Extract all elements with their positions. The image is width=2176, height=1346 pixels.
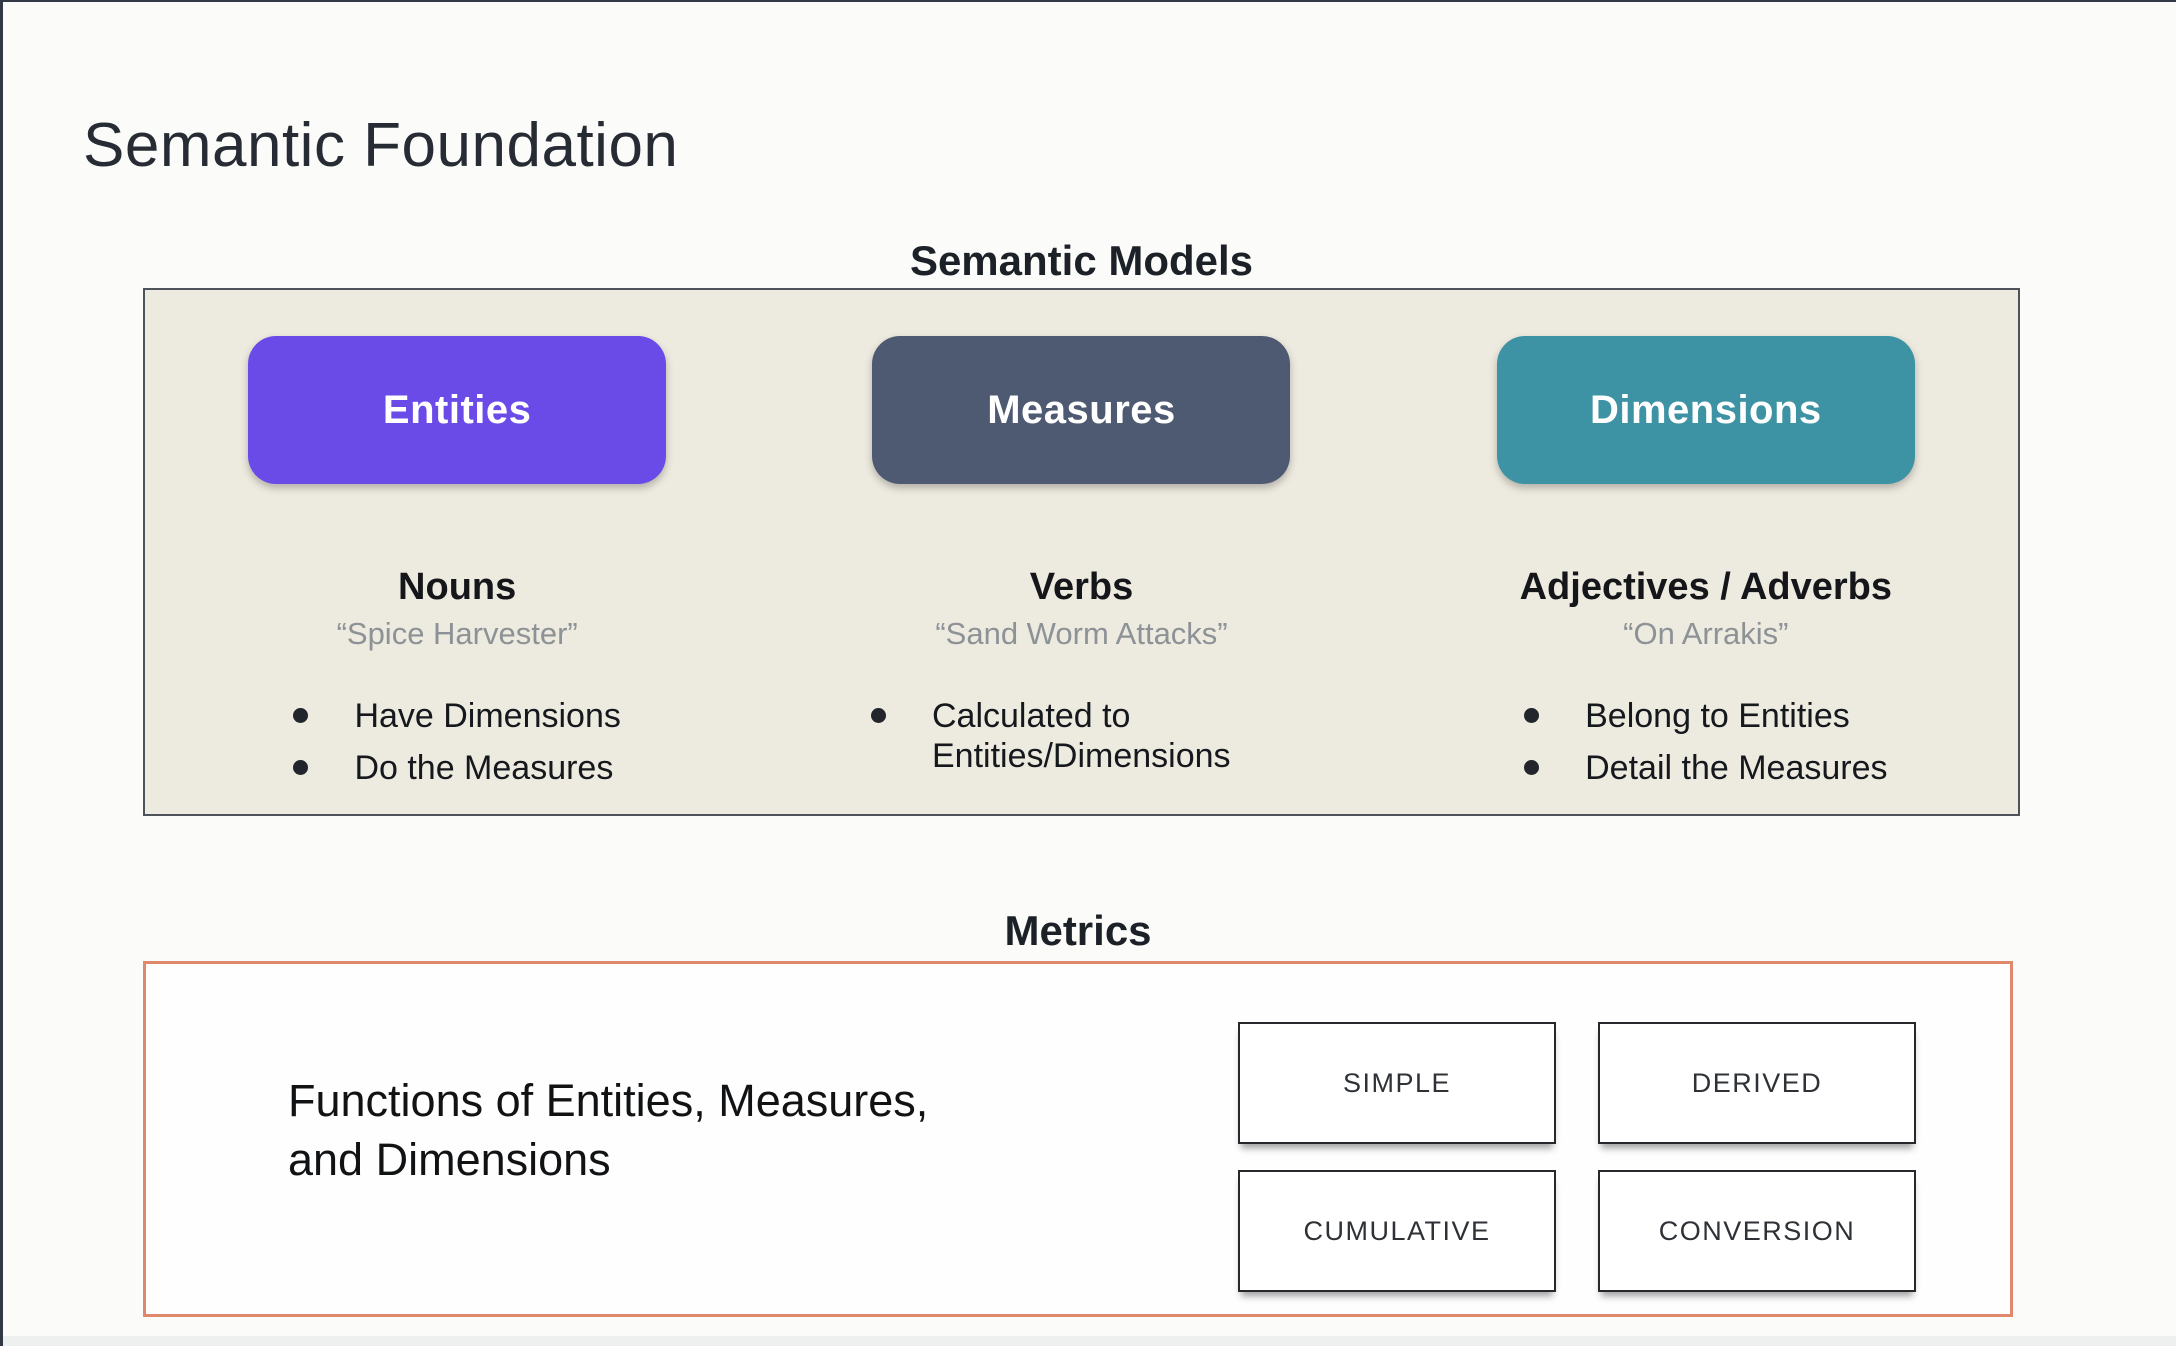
- semantic-models-heading: Semantic Models: [909, 237, 1254, 284]
- semantic-models-panel: Entities Nouns “Spice Harvester” Have Di…: [143, 288, 2020, 816]
- bullet-text: Detail the Measures: [1585, 749, 1888, 787]
- bullet-icon: [1524, 760, 1540, 775]
- entities-example-quote: “Spice Harvester”: [336, 615, 578, 651]
- bullet-text: Have Dimensions: [354, 696, 621, 735]
- bullet-text: Belong to Entities: [1585, 696, 1850, 735]
- list-item: Have Dimensions: [293, 696, 621, 736]
- list-item: Calculated to Entities/Dimensions: [870, 696, 1292, 776]
- metrics-heading: Metrics: [1004, 907, 1152, 954]
- entities-role-label: Nouns: [398, 566, 517, 608]
- metrics-type-grid: SIMPLE DERIVED CUMULATIVE CONVERSION: [1238, 1022, 1916, 1292]
- list-item: Do the Measures: [293, 748, 620, 788]
- metrics-description: Functions of Entities, Measures, and Dim…: [288, 1075, 929, 1185]
- bullet-icon: [293, 760, 309, 775]
- bullet-icon: [870, 707, 886, 723]
- dimensions-role-label: Adjectives / Adverbs: [1519, 566, 1893, 608]
- measures-column: Measures Verbs “Sand Worm Attacks” Calcu…: [769, 290, 1393, 814]
- entities-box: Entities: [248, 336, 667, 484]
- metric-box-cumulative: CUMULATIVE: [1238, 1170, 1556, 1292]
- metric-box-simple: SIMPLE: [1238, 1022, 1556, 1144]
- entities-bullet-list: Have Dimensions Do the Measures: [293, 696, 621, 800]
- bullet-icon: [293, 707, 309, 723]
- bullet-text: Do the Measures: [354, 749, 614, 787]
- metric-box-conversion: CONVERSION: [1598, 1170, 1916, 1292]
- entities-column: Entities Nouns “Spice Harvester” Have Di…: [145, 290, 769, 814]
- page-title: Semantic Foundation: [83, 110, 679, 180]
- measures-role-label: Verbs: [1029, 566, 1134, 608]
- bullet-icon: [1524, 707, 1540, 723]
- dimensions-column: Dimensions Adjectives / Adverbs “On Arra…: [1394, 290, 2018, 814]
- measures-example-quote: “Sand Worm Attacks”: [935, 615, 1228, 651]
- list-item: Detail the Measures: [1524, 748, 1888, 788]
- metric-box-derived: DERIVED: [1598, 1022, 1916, 1144]
- measures-bullet-list: Calculated to Entities/Dimensions: [870, 696, 1292, 788]
- list-item: Belong to Entities: [1524, 696, 1887, 736]
- bullet-text: Calculated to Entities/Dimensions: [931, 696, 1231, 775]
- metrics-panel: Functions of Entities, Measures, and Dim…: [143, 961, 2013, 1317]
- dimensions-bullet-list: Belong to Entities Detail the Measures: [1524, 696, 1888, 800]
- dimensions-box: Dimensions: [1496, 336, 1915, 484]
- dimensions-example-quote: “On Arrakis”: [1623, 615, 1789, 651]
- measures-box: Measures: [872, 336, 1291, 484]
